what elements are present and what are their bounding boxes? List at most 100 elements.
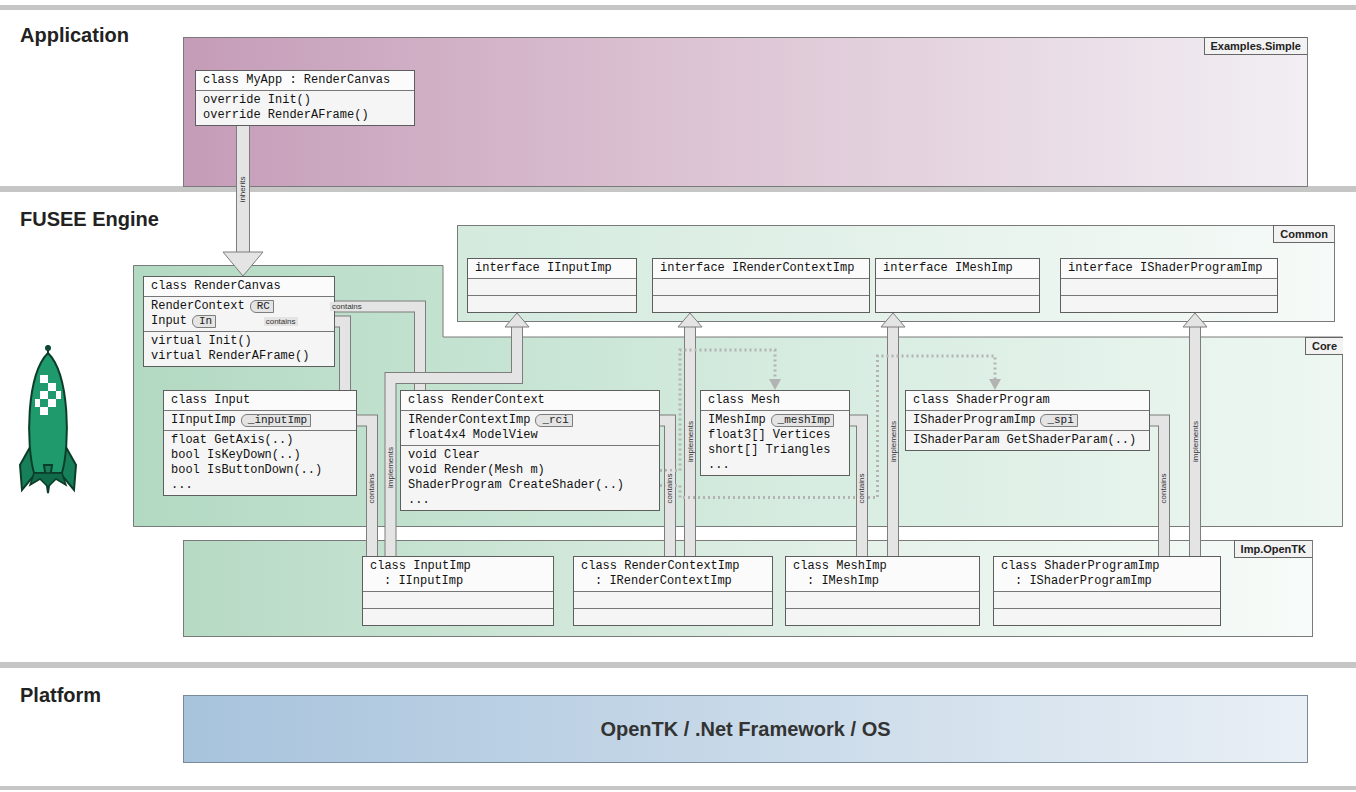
band-outline [573,421,670,557]
association-arrow [678,313,702,556]
rocket-body [29,353,67,473]
rocket-checker [40,391,48,399]
namespace-region: class MyApp : RenderCanvas override Init(… [183,37,1308,187]
member-text: bool IsKeyDown(..) [171,448,301,463]
rocket-checker [48,399,56,407]
compartment [1061,278,1277,295]
class-name: class InputImp [370,559,471,574]
interface-box: interface IMeshImp [875,258,1040,313]
connector-label: contains [1159,471,1168,505]
namespace-tab: Core [1305,337,1343,355]
compartment: class InputImp: IInputImp [363,557,553,591]
field-tag: _meshImp [771,414,835,427]
compartment [786,608,979,625]
platform-band: OpenTK / .Net Framework / OS [183,695,1308,763]
rocket-checker [35,399,40,407]
namespace-tab: Examples.Simple [1204,37,1308,55]
association-arrow [1078,421,1164,557]
field-tag: _rci [535,414,572,427]
band-outline [684,327,696,556]
compartment: override Init()override RenderAFrame() [196,90,414,125]
arrow-head [678,313,702,327]
class-name: class RenderContext [408,393,545,408]
class-box: class MeshIMeshImpfloat3[] Verticesshort… [700,390,850,476]
class-box: class RenderCanvasRenderContextInputvirt… [143,276,335,367]
rocket-checker [48,383,56,391]
rocket-checker [40,407,48,415]
layer-title: FUSEE Engine [20,208,159,231]
class-name: class ShaderProgramImp [1001,559,1159,574]
dependency-line [660,356,995,498]
arrow-head [989,379,1001,390]
connector-label: implements [686,419,695,464]
arrow-head [881,313,905,327]
band-fill [237,126,249,252]
compartment: class Mesh [701,391,849,410]
class-box: class ShaderProgramIShaderProgramImpISha… [905,390,1150,451]
class-name: class MeshImp [793,559,887,574]
class-name: class RenderCanvas [151,279,281,294]
compartment: interface IShaderProgramImp [1061,259,1277,278]
band-fill [1078,421,1164,557]
connector-label: implements [889,419,898,464]
namespace-label: Imp.OpenTK [1241,543,1306,555]
arrow-head [769,379,781,390]
class-name: : IShaderProgramImp [1001,574,1152,589]
rocket-fin [44,465,52,493]
member-text: IShaderProgramImp [913,413,1035,428]
member-text: ... [708,458,730,473]
compartment [363,591,553,608]
member-text: IShaderParam GetShaderParam(..) [913,433,1136,448]
compartment: class MyApp : RenderCanvas [196,71,414,90]
band-outline [236,126,250,252]
layer-title: Platform [20,684,101,707]
compartment: IShaderParam GetShaderParam(..) [906,430,1149,450]
connector-label: contains [264,317,298,326]
member-text: bool IsButtonDown(..) [171,463,322,478]
field-tag: _inputImp [241,414,311,427]
dependency-arrow [660,356,1001,498]
compartment [468,295,636,312]
class-box: class MeshImp: IMeshImp [785,556,980,626]
class-box: class MyApp : RenderCanvas override Init(… [195,70,415,126]
compartment [876,295,1039,312]
compartment: float GetAxis(..)bool IsKeyDown(..)bool … [164,430,356,495]
member-text: ... [408,493,430,508]
class-name: class RenderContextImp [581,559,739,574]
field-tag: _spi [1040,414,1077,427]
compartment [786,591,979,608]
member-text: void Render(Mesh m) [408,463,545,478]
compartment [653,295,869,312]
rocket-fin [20,440,36,490]
class-name: class MyApp : RenderCanvas [203,73,390,88]
interface-box: interface IShaderProgramImp [1060,258,1278,313]
compartment [468,278,636,295]
interface-box: interface IInputImp [467,258,637,313]
rocket-checker [40,375,48,383]
class-box: class RenderContextImp: IRenderContextIm… [573,556,773,626]
compartment: class ShaderProgramImp: IShaderProgramIm… [994,557,1220,591]
layer-bar [0,5,1356,10]
band-fill [685,327,695,556]
compartment: IRenderContextImpfloat4x4 ModelView [401,410,659,445]
compartment: class RenderContextImp: IRenderContextIm… [574,557,772,591]
compartment [653,278,869,295]
association-arrow [216,322,345,391]
compartment [574,591,772,608]
layer-title: Application [20,24,129,47]
class-box: class RenderContextIRenderContextImpfloa… [400,390,660,511]
compartment: class ShaderProgram [906,391,1149,410]
namespace-label: Examples.Simple [1211,40,1302,52]
member-text: void Clear [408,448,480,463]
member-text: float GetAxis(..) [171,433,293,448]
member-text: IInputImp [171,413,236,428]
class-name: class Mesh [708,393,780,408]
dependency-arrow [660,350,781,471]
class-name: class Input [171,393,250,408]
class-name: interface IMeshImp [883,261,1013,276]
compartment: class RenderCanvas [144,277,334,296]
association-arrow [391,313,530,556]
dependency-line [660,350,775,471]
band-outline [1078,421,1164,557]
class-name: : IMeshImp [793,574,879,589]
